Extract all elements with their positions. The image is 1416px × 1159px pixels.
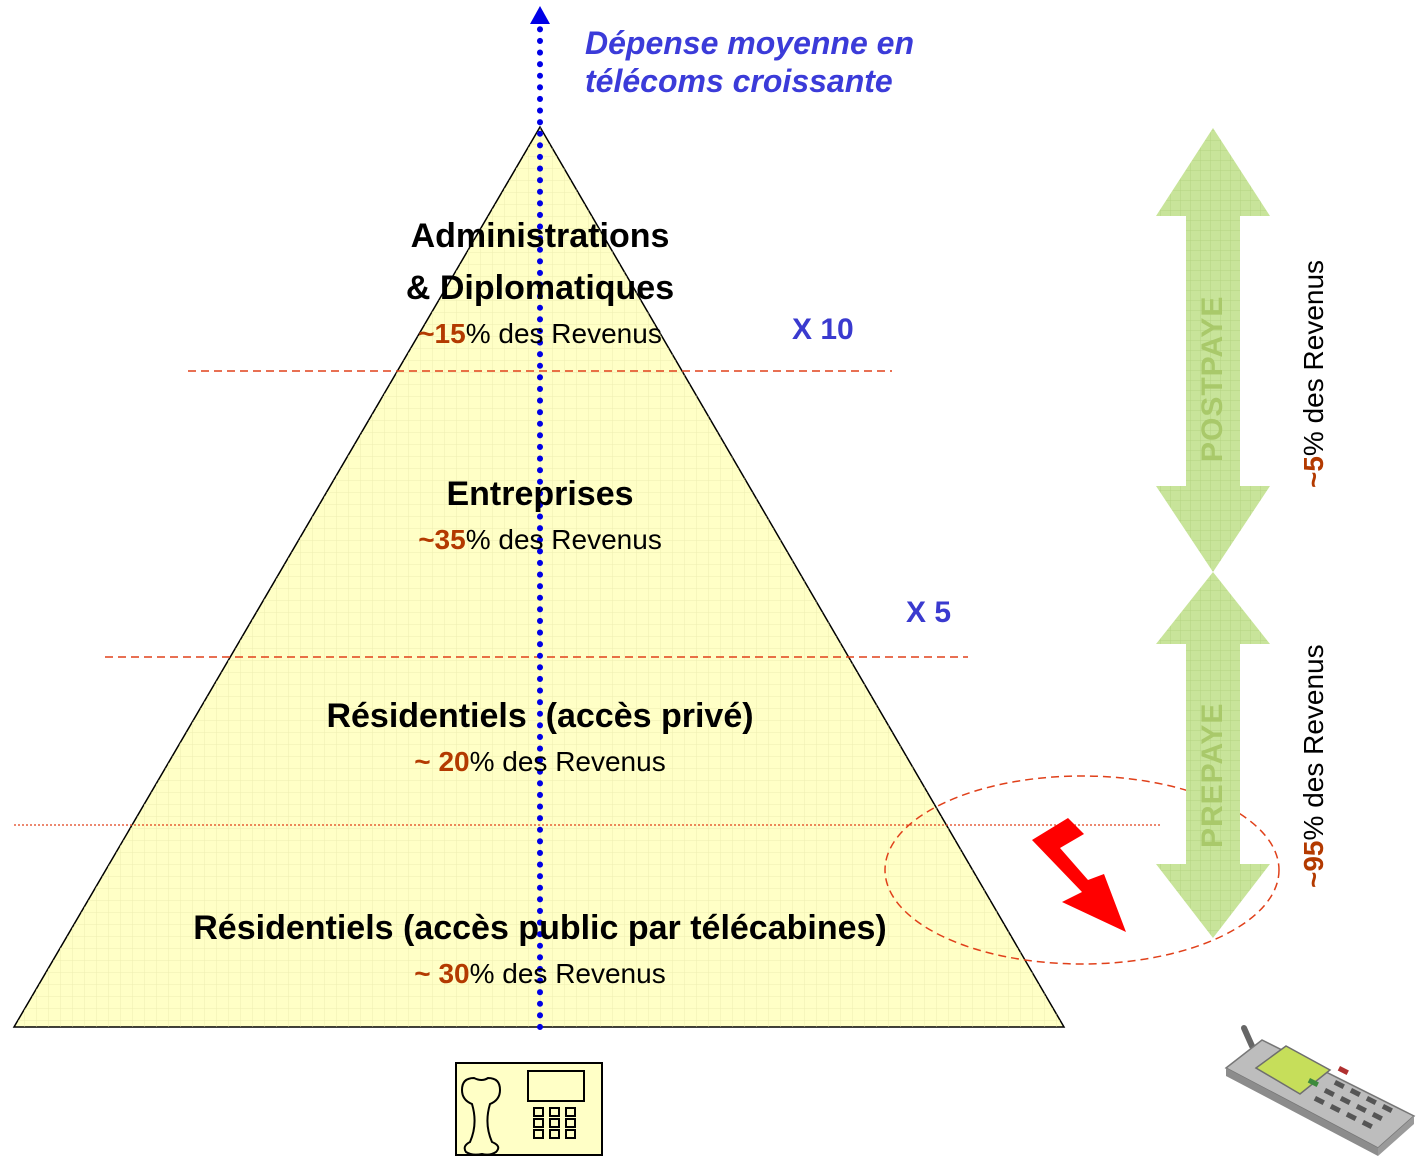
lightning-icon	[1032, 818, 1126, 932]
rev-prefix: ~	[1298, 871, 1329, 888]
rev-prefix: ~	[418, 318, 435, 349]
multiplier-middle: X 5	[906, 596, 952, 629]
multiplier-top: X 10	[792, 313, 854, 346]
rev-suffix: % des Revenus	[1298, 644, 1329, 841]
rev-percent: 95	[1298, 840, 1329, 872]
prepaid-label: PREPAYE	[1196, 702, 1229, 848]
prepaid-revenue: ~95% des Revenus	[1298, 644, 1330, 888]
segment-title: Entreprises	[446, 475, 634, 513]
rev-percent: 5	[1298, 456, 1329, 472]
axis-arrowhead-icon	[530, 6, 550, 24]
segment-title: Administrations	[410, 217, 670, 255]
postpaid-label: POSTPAYE	[1196, 295, 1229, 462]
rev-suffix: % des Revenus	[469, 746, 666, 777]
rev-percent: 30	[438, 958, 470, 989]
segment-revenue: ~ 20% des Revenus	[240, 746, 840, 778]
segment-title: Résidentiels (accès privé)	[326, 697, 754, 735]
rev-suffix: % des Revenus	[465, 524, 662, 555]
postpaid-arrow	[1156, 128, 1270, 572]
fixed-phone-icon	[455, 1062, 603, 1156]
rev-suffix: % des Revenus	[1298, 259, 1329, 457]
mobile-phone-icon	[1224, 1025, 1416, 1156]
rev-suffix: % des Revenus	[469, 958, 666, 989]
prepaid-arrow	[1156, 572, 1270, 938]
segment-entreprises: Entreprises ~35% des Revenus	[340, 468, 740, 556]
highlight-ellipse	[884, 775, 1280, 965]
rev-percent: 15	[434, 318, 466, 349]
segment-revenue: ~35% des Revenus	[340, 524, 740, 556]
rev-prefix: ~	[1298, 471, 1329, 488]
postpaid-revenue: ~5% des Revenus	[1298, 260, 1330, 488]
axis-title-line2: télécoms croissante	[585, 63, 893, 99]
segment-administrations: Administrations & Diplomatiques ~15% des…	[340, 210, 740, 350]
segment-title-line2: & Diplomatiques	[405, 269, 675, 307]
rev-prefix: ~	[414, 746, 439, 777]
segment-residentiels-public: Résidentiels (accès public par télécabin…	[90, 902, 990, 990]
rev-suffix: % des Revenus	[465, 318, 662, 349]
segment-title: Résidentiels (accès public par télécabin…	[193, 909, 887, 947]
segment-revenue: ~ 30% des Revenus	[90, 958, 990, 990]
segment-revenue: ~15% des Revenus	[340, 318, 740, 350]
rev-prefix: ~	[418, 524, 435, 555]
rev-percent: 35	[434, 524, 466, 555]
segment-residentiels-prive: Résidentiels (accès privé) ~ 20% des Rev…	[240, 690, 840, 778]
rev-percent: 20	[438, 746, 470, 777]
axis-title: Dépense moyenne en télécoms croissante	[585, 24, 914, 100]
rev-prefix: ~	[414, 958, 439, 989]
axis-title-line1: Dépense moyenne en	[585, 25, 914, 61]
